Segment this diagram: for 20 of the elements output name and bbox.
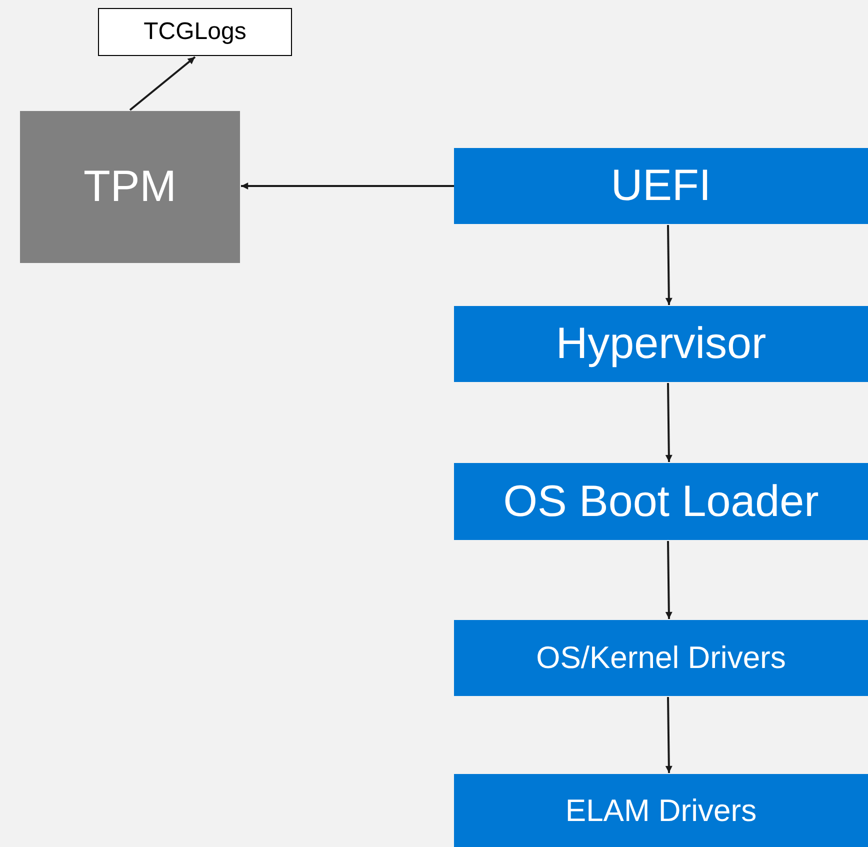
node-label: TPM — [84, 162, 176, 212]
arrow — [129, 56, 196, 111]
arrow — [665, 382, 672, 462]
arrow — [665, 224, 672, 306]
node-label: TCGLogs — [144, 18, 246, 46]
log-box — [98, 8, 292, 56]
boot-stage-box — [454, 774, 868, 847]
arrow — [241, 182, 454, 190]
arrow — [665, 696, 672, 774]
boot-stage-box — [454, 463, 868, 540]
module-box — [20, 111, 240, 263]
node-label: UEFI — [610, 161, 712, 211]
boot-stage-box — [454, 306, 868, 382]
node-label: OS Boot Loader — [503, 476, 819, 526]
boot-stage-box — [454, 620, 868, 696]
node-label: Hypervisor — [556, 319, 766, 369]
boot-stage-box — [454, 148, 868, 224]
node-label: OS/Kernel Drivers — [536, 640, 786, 676]
arrow — [665, 540, 672, 620]
node-label: ELAM Drivers — [565, 792, 757, 828]
